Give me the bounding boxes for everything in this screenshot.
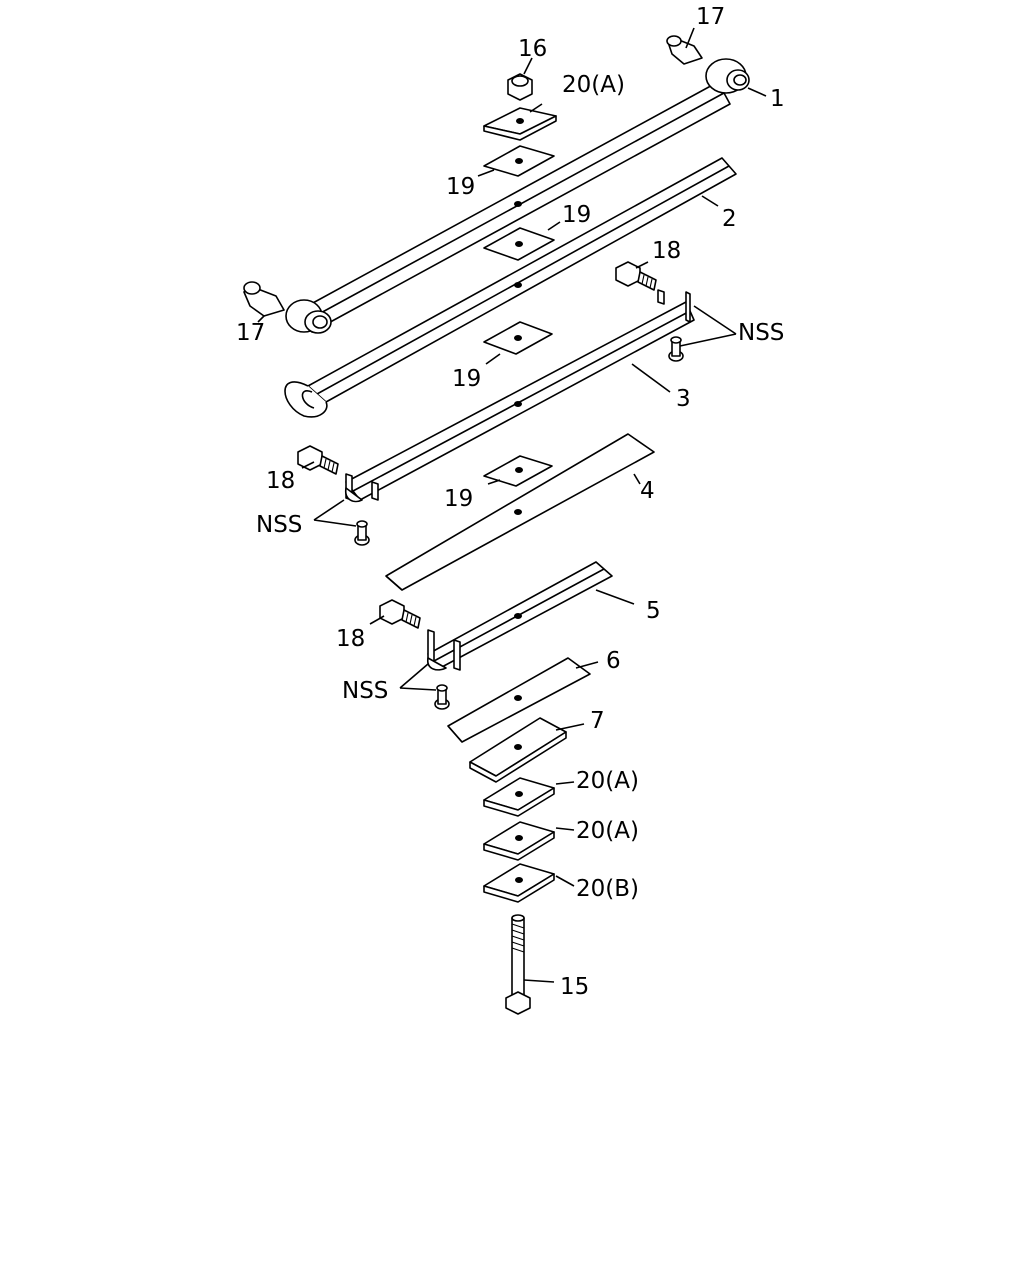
part-4-fourth-leaf xyxy=(385,433,655,591)
part-20a-plate-2 xyxy=(483,821,555,861)
label-part-19-d: 19 xyxy=(444,486,473,512)
label-part-17-top: 17 xyxy=(696,4,725,30)
part-17-bushing-top xyxy=(666,35,703,65)
part-6-sixth-leaf xyxy=(447,657,591,743)
label-nss-low: NSS xyxy=(342,678,388,704)
part-5-fifth-leaf xyxy=(427,561,613,671)
label-nss-mid: NSS xyxy=(256,512,302,538)
label-part-18-top: 18 xyxy=(652,238,681,264)
label-part-5: 5 xyxy=(646,598,661,624)
label-part-18-low: 18 xyxy=(336,626,365,652)
label-part-7: 7 xyxy=(590,708,605,734)
part-3-third-leaf xyxy=(344,289,695,503)
label-part-20b: 20(B) xyxy=(576,876,639,902)
label-nss-top: NSS xyxy=(738,320,784,346)
label-part-4: 4 xyxy=(640,478,655,504)
nss-rivet-top xyxy=(668,336,684,362)
label-part-19-c: 19 xyxy=(452,366,481,392)
callout-labels: 16 20(A) 17 1 19 2 19 18 17 NSS 19 3 18 … xyxy=(236,4,785,1000)
label-part-1: 1 xyxy=(770,86,785,112)
part-15-center-bolt xyxy=(505,914,531,1015)
label-part-20a-1: 20(A) xyxy=(576,768,639,794)
part-19-pad-second xyxy=(483,227,555,261)
label-part-20a-top: 20(A) xyxy=(562,72,625,98)
part-20a-plate-1 xyxy=(483,777,555,817)
part-18-bolt-top xyxy=(615,261,657,291)
label-part-3: 3 xyxy=(676,386,691,412)
nss-rivet-mid xyxy=(354,520,370,546)
part-19-pad-third xyxy=(483,321,553,355)
label-part-18-mid: 18 xyxy=(266,468,295,494)
label-part-2: 2 xyxy=(722,206,737,232)
part-19-pad-fourth xyxy=(483,455,553,487)
part-17-bushing-left xyxy=(243,281,285,317)
part-20a-top-plate xyxy=(483,107,557,141)
label-part-19-b: 19 xyxy=(562,202,591,228)
leader-lines xyxy=(257,27,767,983)
part-16-nut xyxy=(507,73,533,101)
label-part-17-left: 17 xyxy=(236,320,265,346)
part-1-main-leaf xyxy=(285,58,750,334)
part-7-seventh-leaf xyxy=(469,717,567,783)
part-20b-plate xyxy=(483,863,555,903)
nss-rivet-low xyxy=(434,684,450,710)
label-part-15: 15 xyxy=(560,974,589,1000)
label-part-16: 16 xyxy=(518,36,547,62)
part-18-bolt-low xyxy=(379,599,421,629)
label-part-19-a: 19 xyxy=(446,174,475,200)
part-19-pad-top xyxy=(483,145,555,177)
part-18-bolt-mid xyxy=(297,445,339,475)
part-2-second-leaf xyxy=(284,157,737,418)
label-part-20a-2: 20(A) xyxy=(576,818,639,844)
label-part-6: 6 xyxy=(606,648,621,674)
